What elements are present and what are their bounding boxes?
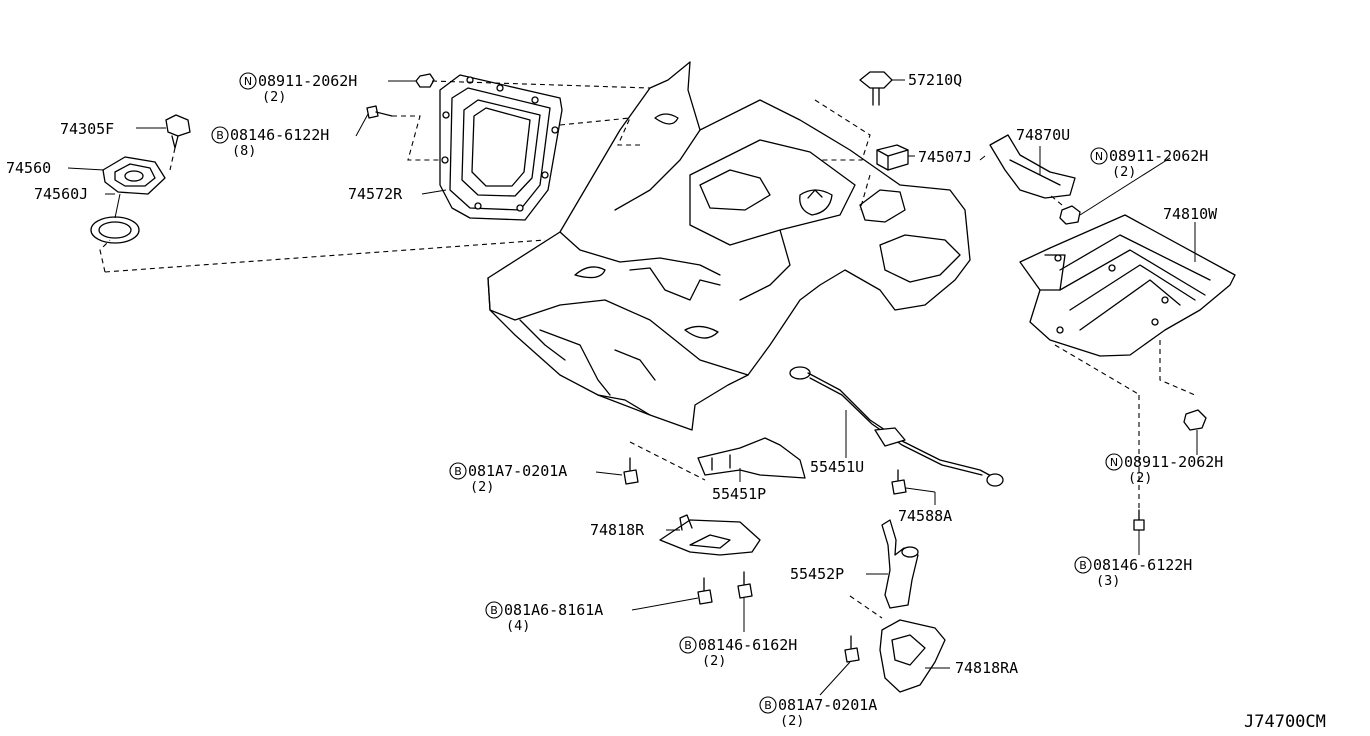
label-74572R: 74572R <box>348 185 403 203</box>
service-cover-74572R <box>439 74 563 221</box>
label-081A6-8161A: 081A6-8161A <box>504 601 603 619</box>
bolt-081A7-bottom <box>844 635 860 663</box>
bolt-08146-6162H <box>737 571 753 599</box>
n-badge-right-top: N <box>1090 147 1108 165</box>
label-55451P: 55451P <box>712 485 766 503</box>
label-08911-2062H-right-bottom: 08911-2062H <box>1124 453 1223 471</box>
qty-08146-6122H-right-bottom: (3) <box>1096 573 1120 589</box>
pad-74560 <box>102 156 166 195</box>
bolt-081A6 <box>697 577 713 605</box>
bracket-74818RA <box>879 619 946 693</box>
label-57210Q: 57210Q <box>908 71 962 89</box>
label-08146-6122H-right-bottom: 08146-6122H <box>1093 556 1192 574</box>
bolt-right-bottom <box>1133 509 1145 531</box>
label-74305F: 74305F <box>60 120 114 138</box>
qty-08911-2062H-right-top: (2) <box>1112 164 1136 180</box>
qty-08146-6162H: (2) <box>702 653 726 669</box>
leader-lines <box>67 79 1198 696</box>
label-74507J: 74507J <box>918 148 972 166</box>
nut-right-top <box>1059 205 1081 225</box>
b-badge-top: B <box>211 126 229 144</box>
label-08911-2062H-right-top: 08911-2062H <box>1109 147 1208 165</box>
qty-081A7-0201A-left: (2) <box>470 479 494 495</box>
label-74588A: 74588A <box>898 507 952 525</box>
bracket-55452P <box>881 519 919 609</box>
n-badge-top: N <box>239 72 257 90</box>
svg-text:B: B <box>216 129 224 142</box>
nut-top <box>415 73 435 88</box>
n-badge-right-bottom: N <box>1105 453 1123 471</box>
svg-text:B: B <box>454 465 462 478</box>
qty-08146-6122H-top: (8) <box>232 143 256 159</box>
b-badge-081A7-bottom: B <box>759 696 777 714</box>
label-08146-6162H: 08146-6162H <box>698 636 797 654</box>
assembly-lines <box>99 80 1196 619</box>
b-badge-081A7-left: B <box>449 462 467 480</box>
block-74507J <box>876 144 909 171</box>
svg-text:B: B <box>490 604 498 617</box>
label-081A7-0201A-bottom: 081A7-0201A <box>778 696 877 714</box>
b-badge-08146-6162H: B <box>679 636 697 654</box>
bolt-081A7-left <box>623 457 639 485</box>
qty-081A6-8161A: (4) <box>506 618 530 634</box>
label-74560: 74560 <box>6 159 51 177</box>
b-badge-081A6: B <box>485 601 503 619</box>
svg-text:B: B <box>764 699 772 712</box>
clip-74305F <box>165 114 191 149</box>
label-74870U: 74870U <box>1016 126 1070 144</box>
bracket-55451P <box>697 437 806 479</box>
label-74560J: 74560J <box>34 185 88 203</box>
label-74818R: 74818R <box>590 521 645 539</box>
under-cover-74810W <box>1019 214 1236 357</box>
cable-55451U <box>789 366 1004 487</box>
label-74810W: 74810W <box>1163 205 1218 223</box>
svg-text:N: N <box>1095 150 1103 163</box>
label-55452P: 55452P <box>790 565 844 583</box>
label-081A7-0201A-left: 081A7-0201A <box>468 462 567 480</box>
svg-text:N: N <box>244 75 252 88</box>
label-74818RA: 74818RA <box>955 659 1018 677</box>
diagram-reference-code: J74700CM <box>1244 712 1326 732</box>
b-badge-right-bottom: B <box>1074 556 1092 574</box>
label-55451U: 55451U <box>810 458 864 476</box>
plug-57210Q <box>859 71 893 106</box>
bolt-74588A <box>891 469 907 495</box>
rear-floor-panel <box>487 61 971 431</box>
svg-text:N: N <box>1110 456 1118 469</box>
label-08146-6122H-top: 08146-6122H <box>230 126 329 144</box>
seal-74560J <box>90 216 140 244</box>
bracket-74870U <box>989 134 1076 199</box>
bracket-74818R <box>659 514 761 556</box>
qty-08911-2062H-right-bottom: (2) <box>1128 470 1152 486</box>
qty-08911-2062H-top: (2) <box>262 89 286 105</box>
nut-right-bottom <box>1183 409 1207 431</box>
svg-text:B: B <box>1079 559 1087 572</box>
qty-081A7-0201A-bottom: (2) <box>780 713 804 729</box>
bolt-top <box>366 105 393 119</box>
label-08911-2062H-top: 08911-2062H <box>258 72 357 90</box>
svg-text:B: B <box>684 639 692 652</box>
